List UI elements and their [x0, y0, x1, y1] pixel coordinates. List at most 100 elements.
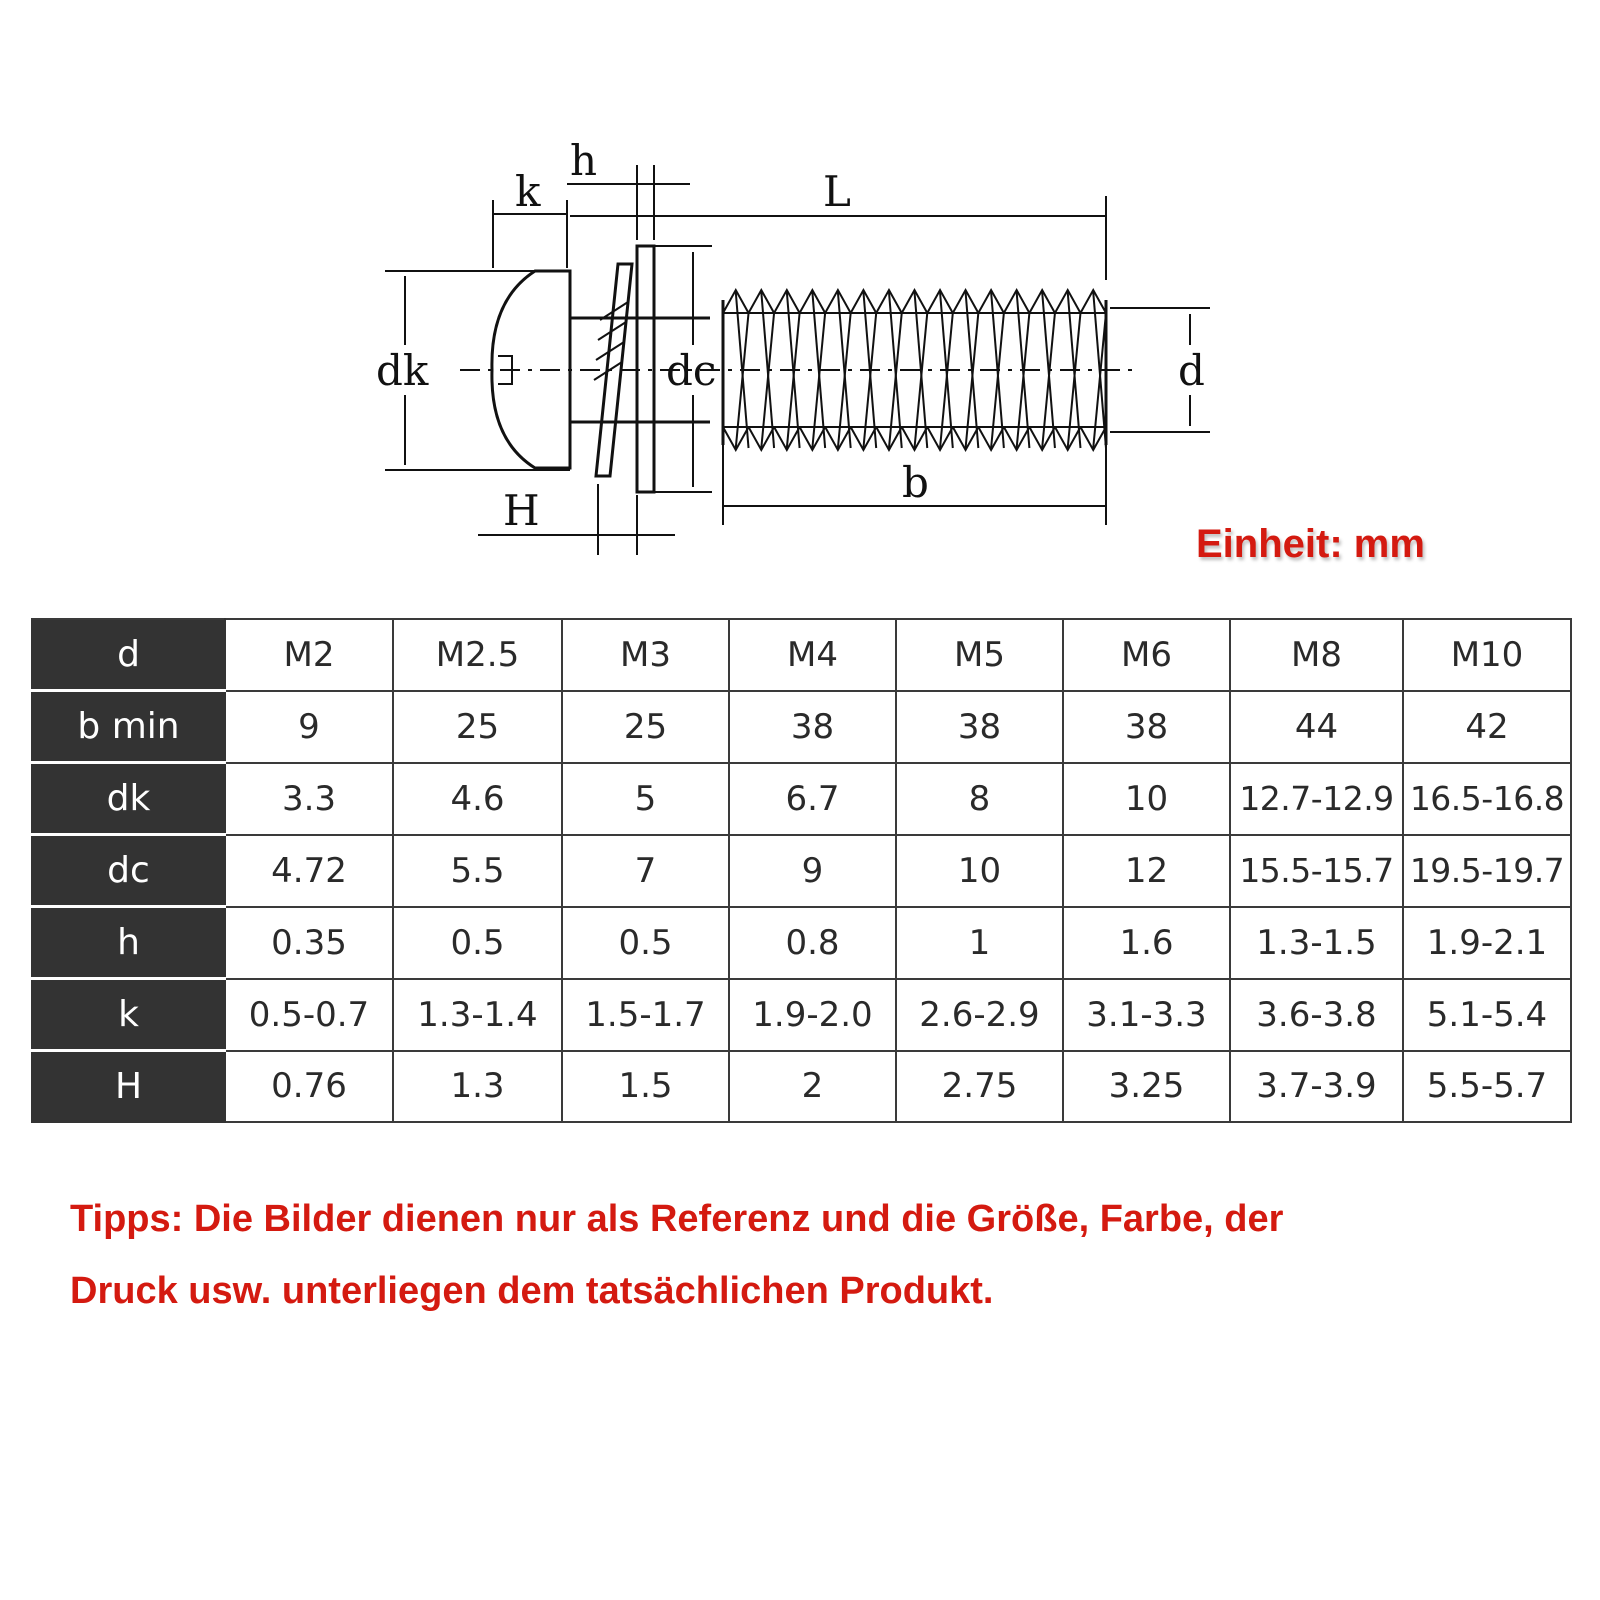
table-cell: 3.25	[1062, 1049, 1231, 1123]
thread-line	[1092, 312, 1107, 449]
table-cell: 19.5-19.7	[1402, 833, 1572, 908]
thread-crest-top	[1079, 287, 1107, 314]
table-cell: M10	[1402, 618, 1572, 692]
table-cell: 1.5-1.7	[561, 977, 730, 1052]
screw-dimension-diagram: h k L dk dc d b H	[376, 136, 1210, 555]
thread-crest-top	[773, 287, 801, 314]
label-dk: dk	[376, 346, 429, 395]
label-h: h	[570, 136, 597, 185]
table-cell: 16.5-16.8	[1402, 761, 1572, 836]
table-cell: 38	[895, 689, 1064, 764]
table-cell: 5.5	[392, 833, 563, 908]
table-cell: 1	[895, 905, 1064, 980]
row-header: b min	[31, 689, 226, 764]
thread-line	[836, 312, 852, 449]
label-L: L	[823, 167, 851, 216]
table-cell: 38	[1062, 689, 1231, 764]
thread-crest-bottom	[977, 426, 1005, 453]
tips-note: Tipps: Die Bilder dienen nur als Referen…	[70, 1183, 1540, 1327]
table-cell: M3	[561, 618, 730, 692]
thread-line	[1041, 312, 1056, 449]
thread-crest-top	[747, 287, 775, 314]
label-H: H	[503, 486, 540, 535]
thread-crest-bottom	[773, 426, 801, 453]
thread-crest-top	[824, 287, 852, 314]
thread-crest-bottom	[849, 426, 878, 453]
table-cell: 1.9-2.1	[1402, 905, 1572, 980]
thread-crest-top	[849, 287, 878, 314]
table-cell: 38	[728, 689, 897, 764]
thread-crest-top	[875, 287, 903, 314]
thread-crest-bottom	[1079, 426, 1107, 453]
table-cell: 1.5	[561, 1049, 730, 1123]
row-header: k	[31, 977, 226, 1052]
thread-line	[734, 312, 750, 449]
table-cell: M2	[224, 618, 394, 692]
table-cell: 8	[895, 761, 1064, 836]
row-header: d	[31, 618, 226, 692]
thread-pattern	[722, 287, 1107, 453]
table-cell: 12	[1062, 833, 1231, 908]
row-header: H	[31, 1049, 226, 1123]
thread-crest-top	[977, 287, 1005, 314]
table-cell: 25	[561, 689, 730, 764]
thread-crest-top	[1002, 287, 1031, 314]
thread-line	[1015, 312, 1031, 449]
table-cell: M2.5	[392, 618, 563, 692]
thread-crest-bottom	[798, 426, 827, 453]
thread-crest-top	[926, 287, 954, 314]
table-cell: 42	[1402, 689, 1572, 764]
table-cell: 0.5	[392, 905, 563, 980]
table-cell: 10	[895, 833, 1064, 908]
table-cell: 5	[561, 761, 730, 836]
table-cell: 2	[728, 1049, 897, 1123]
thread-crest-top	[798, 287, 827, 314]
thread-crest-bottom	[900, 426, 929, 453]
table-cell: 6.7	[728, 761, 897, 836]
table-cell: 1.3-1.4	[392, 977, 563, 1052]
table-cell: 1.6	[1062, 905, 1231, 980]
thread-crest-bottom	[951, 426, 980, 453]
table-cell: 5.5-5.7	[1402, 1049, 1572, 1123]
thread-crest-bottom	[722, 426, 750, 453]
table-cell: 3.1-3.3	[1062, 977, 1231, 1052]
thread-line	[760, 312, 776, 449]
table-cell: 0.5-0.7	[224, 977, 394, 1052]
table-cell: 44	[1229, 689, 1404, 764]
table-cell: 25	[392, 689, 563, 764]
dimension-lines	[385, 165, 1210, 555]
table-cell: 5.1-5.4	[1402, 977, 1572, 1052]
table-cell: 1.3	[392, 1049, 563, 1123]
thread-crest-bottom	[1028, 426, 1056, 453]
thread-crest-top	[900, 287, 929, 314]
table-cell: 3.6-3.8	[1229, 977, 1404, 1052]
table-cell: 9	[224, 689, 394, 764]
label-dc: dc	[666, 346, 716, 395]
thread-line	[964, 312, 980, 449]
table-cell: M6	[1062, 618, 1231, 692]
thread-line	[862, 312, 878, 449]
label-d: d	[1178, 346, 1205, 395]
row-header: h	[31, 905, 226, 980]
thread-line	[811, 312, 827, 449]
label-b: b	[902, 458, 929, 507]
thread-crest-top	[951, 287, 980, 314]
thread-line	[785, 312, 801, 449]
thread-crest-bottom	[1054, 426, 1082, 453]
thread-crest-bottom	[747, 426, 775, 453]
thread-crest-bottom	[1002, 426, 1031, 453]
table-cell: 0.35	[224, 905, 394, 980]
table-cell: 15.5-15.7	[1229, 833, 1404, 908]
thread-crest-bottom	[824, 426, 852, 453]
thread-crest-bottom	[926, 426, 954, 453]
table-cell: 0.76	[224, 1049, 394, 1123]
table-cell: 12.7-12.9	[1229, 761, 1404, 836]
tips-line-1: Tipps: Die Bilder dienen nur als Referen…	[70, 1198, 1284, 1240]
